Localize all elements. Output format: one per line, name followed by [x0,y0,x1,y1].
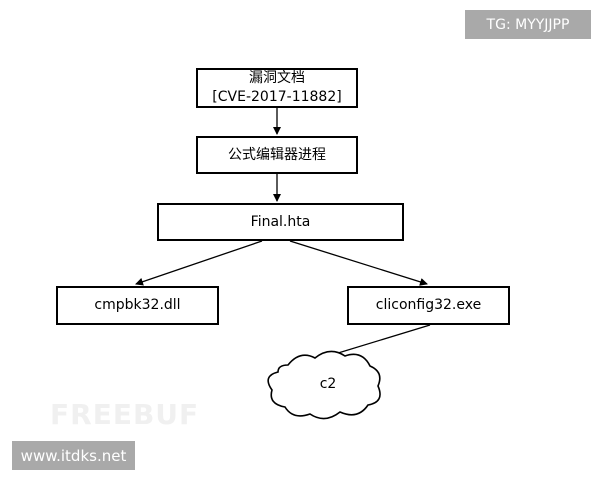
c2-cloud-shape [267,350,381,420]
tg-tag: TG: MYYJJPP [465,10,591,39]
cliconfig-node: cliconfig32.exe [347,286,510,325]
freebuf-watermark: FREEBUF [50,398,200,431]
cmpbk-label: cmpbk32.dll [94,297,181,313]
edge-hta-to-cmpbk [135,240,263,286]
cmpbk-node: cmpbk32.dll [56,286,219,325]
vuln-doc-cve: [CVE-2017-11882] [212,89,342,105]
edge-hta-to-cliconfig [289,240,428,286]
cliconfig-label: cliconfig32.exe [375,297,482,313]
vuln-doc-node: 漏洞文档 [CVE-2017-11882] [196,68,358,108]
final-hta-node: Final.hta [157,203,404,241]
equation-editor-node: 公式编辑器进程 [196,136,358,174]
equation-editor-label: 公式编辑器进程 [228,146,326,163]
site-tag: www.itdks.net [12,441,135,470]
final-hta-label: Final.hta [250,213,311,230]
c2-label: c2 [319,376,337,392]
edge-cliconfig-to-c2 [324,324,431,359]
vuln-doc-title: 漏洞文档 [249,70,305,86]
